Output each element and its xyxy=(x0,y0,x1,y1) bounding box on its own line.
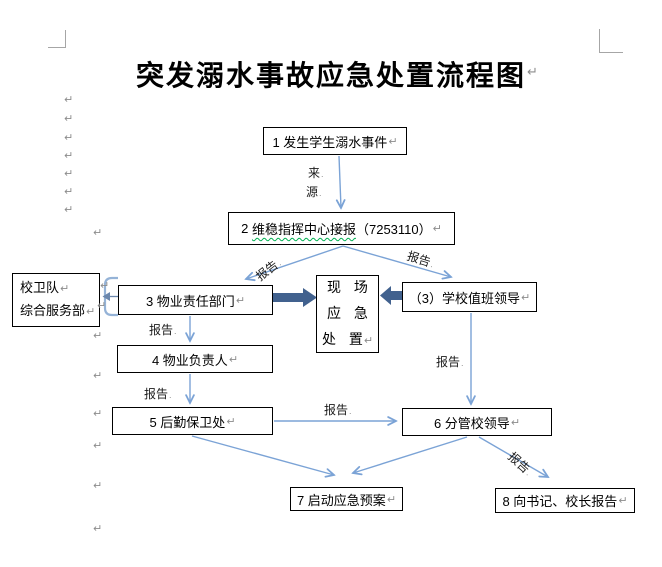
paragraph-mark: ↵ xyxy=(97,300,107,312)
paragraph-mark: ↵ xyxy=(60,283,70,295)
paragraph-mark: ↵ xyxy=(86,306,96,318)
paragraph-mark: ↵ xyxy=(527,64,538,79)
paragraph-mark: ↵ xyxy=(64,186,74,198)
paragraph-mark: ↵ xyxy=(93,227,103,239)
paragraph-mark: ↵ xyxy=(64,150,74,162)
edge-label-report-step6-step8: 报告. xyxy=(505,449,534,478)
paragraph-mark: ↵ xyxy=(64,168,74,180)
edge-label-report-step4-step5: 报告. xyxy=(144,387,172,401)
paragraph-mark: ↵ xyxy=(93,440,103,452)
step6-label: 6 分管校领导 xyxy=(433,415,510,431)
paragraph-mark: ↵ xyxy=(93,523,103,535)
paragraph-mark: ↵ xyxy=(432,223,442,235)
onsite-line3: 处 置 xyxy=(321,331,363,347)
paragraph-mark: ↵ xyxy=(386,493,397,506)
guard-team-line2: 综合服务部 xyxy=(20,303,86,318)
edge-label-source-1: 来. xyxy=(308,166,324,180)
step8-label: 8 向书记、校长报告 xyxy=(502,494,618,509)
flow-box-step1[interactable]: 1 发生学生溺水事件↵ xyxy=(263,127,407,155)
paragraph-mark: ↵ xyxy=(510,416,521,429)
edge-label-report-step3-step4: 报告. xyxy=(149,323,177,337)
flow-box-step2[interactable]: 2 维稳指挥中心接报（7253110）↵ xyxy=(228,212,455,245)
paragraph-mark: ↵ xyxy=(64,94,74,106)
arrow-step6-to-step7 xyxy=(353,436,468,473)
paragraph-mark: ↵ xyxy=(64,204,74,216)
arrow-step2-to-duty-leader xyxy=(342,245,451,277)
paragraph-mark: ↵ xyxy=(93,480,103,492)
paragraph-mark: ↵ xyxy=(235,294,246,307)
paragraph-mark: ↵ xyxy=(93,408,103,420)
thick-arrow-duty-leader-to-onsite xyxy=(380,286,402,305)
step7-label: 7 启动应急预案 xyxy=(296,492,386,508)
edge-label-source-2: 源. xyxy=(306,185,322,199)
edge-label-report-step5-step6: 报告. xyxy=(324,403,352,417)
flow-box-step8[interactable]: 8 向书记、校长报告↵ xyxy=(495,488,635,513)
step3-label: 3 物业责任部门 xyxy=(145,293,235,309)
step4-label: 4 物业负责人 xyxy=(151,352,228,368)
page-title-text: 突发溺水事故应急处置流程图 xyxy=(135,61,526,92)
paragraph-mark: ↵ xyxy=(388,135,398,148)
flow-box-onsite-handling[interactable]: 现 场 应 急 处 置↵ xyxy=(316,275,379,353)
paragraph-mark: ↵ xyxy=(521,291,531,304)
flow-box-step4[interactable]: 4 物业负责人↵ xyxy=(117,345,273,373)
edge-label-report-to-duty-leader: 报告. xyxy=(405,248,435,270)
step2-phone: （7253110） xyxy=(355,222,432,237)
paragraph-mark: ↵ xyxy=(226,415,236,428)
edge-label-report-to-step3: 报告. xyxy=(253,257,283,284)
step5-label: 5 后勤保卫处 xyxy=(149,414,226,430)
flow-box-step3-property[interactable]: 3 物业责任部门↵ xyxy=(118,285,273,315)
margin-corner-mark-right xyxy=(599,29,623,53)
flow-box-step5[interactable]: 5 后勤保卫处↵ xyxy=(112,407,273,435)
page-title[interactable]: 突发溺水事故应急处置流程图 xyxy=(0,54,662,94)
paragraph-mark: ↵ xyxy=(93,370,103,382)
flow-box-step7[interactable]: 7 启动应急预案↵ xyxy=(290,487,403,511)
flow-box-guard-team[interactable]: 校卫队↵ 综合服务部↵ xyxy=(12,273,100,327)
duty-leader-label: （3）学校值班领导 xyxy=(408,290,520,306)
step2-number: 2 xyxy=(241,221,252,236)
paragraph-mark: ↵ xyxy=(228,353,239,366)
paragraph-mark: ↵ xyxy=(64,132,74,144)
thick-arrow-step3-to-onsite xyxy=(273,288,317,307)
paragraph-mark: ↵ xyxy=(363,335,374,347)
flow-box-step6[interactable]: 6 分管校领导↵ xyxy=(402,408,552,436)
guard-team-line1: 校卫队 xyxy=(20,280,60,295)
flow-box-duty-leader[interactable]: （3）学校值班领导↵ xyxy=(402,282,537,312)
step1-label: 1 发生学生溺水事件 xyxy=(272,134,388,150)
paragraph-mark: ↵ xyxy=(618,495,628,507)
paragraph-mark: ↵ xyxy=(64,113,74,125)
margin-corner-mark-left xyxy=(48,30,66,48)
paragraph-mark: ↵ xyxy=(93,330,103,342)
edge-label-report-duty-step6: 报告. xyxy=(436,355,464,369)
arrow-step5-to-step7 xyxy=(191,435,334,475)
arrow-step1-to-step2 xyxy=(339,155,341,208)
step2-center-name: 维稳指挥中心接报 xyxy=(251,222,356,237)
paragraph-mark: ↵ xyxy=(100,280,110,292)
onsite-line1: 现 场 xyxy=(327,279,368,295)
onsite-line2: 应 急 xyxy=(327,305,368,321)
